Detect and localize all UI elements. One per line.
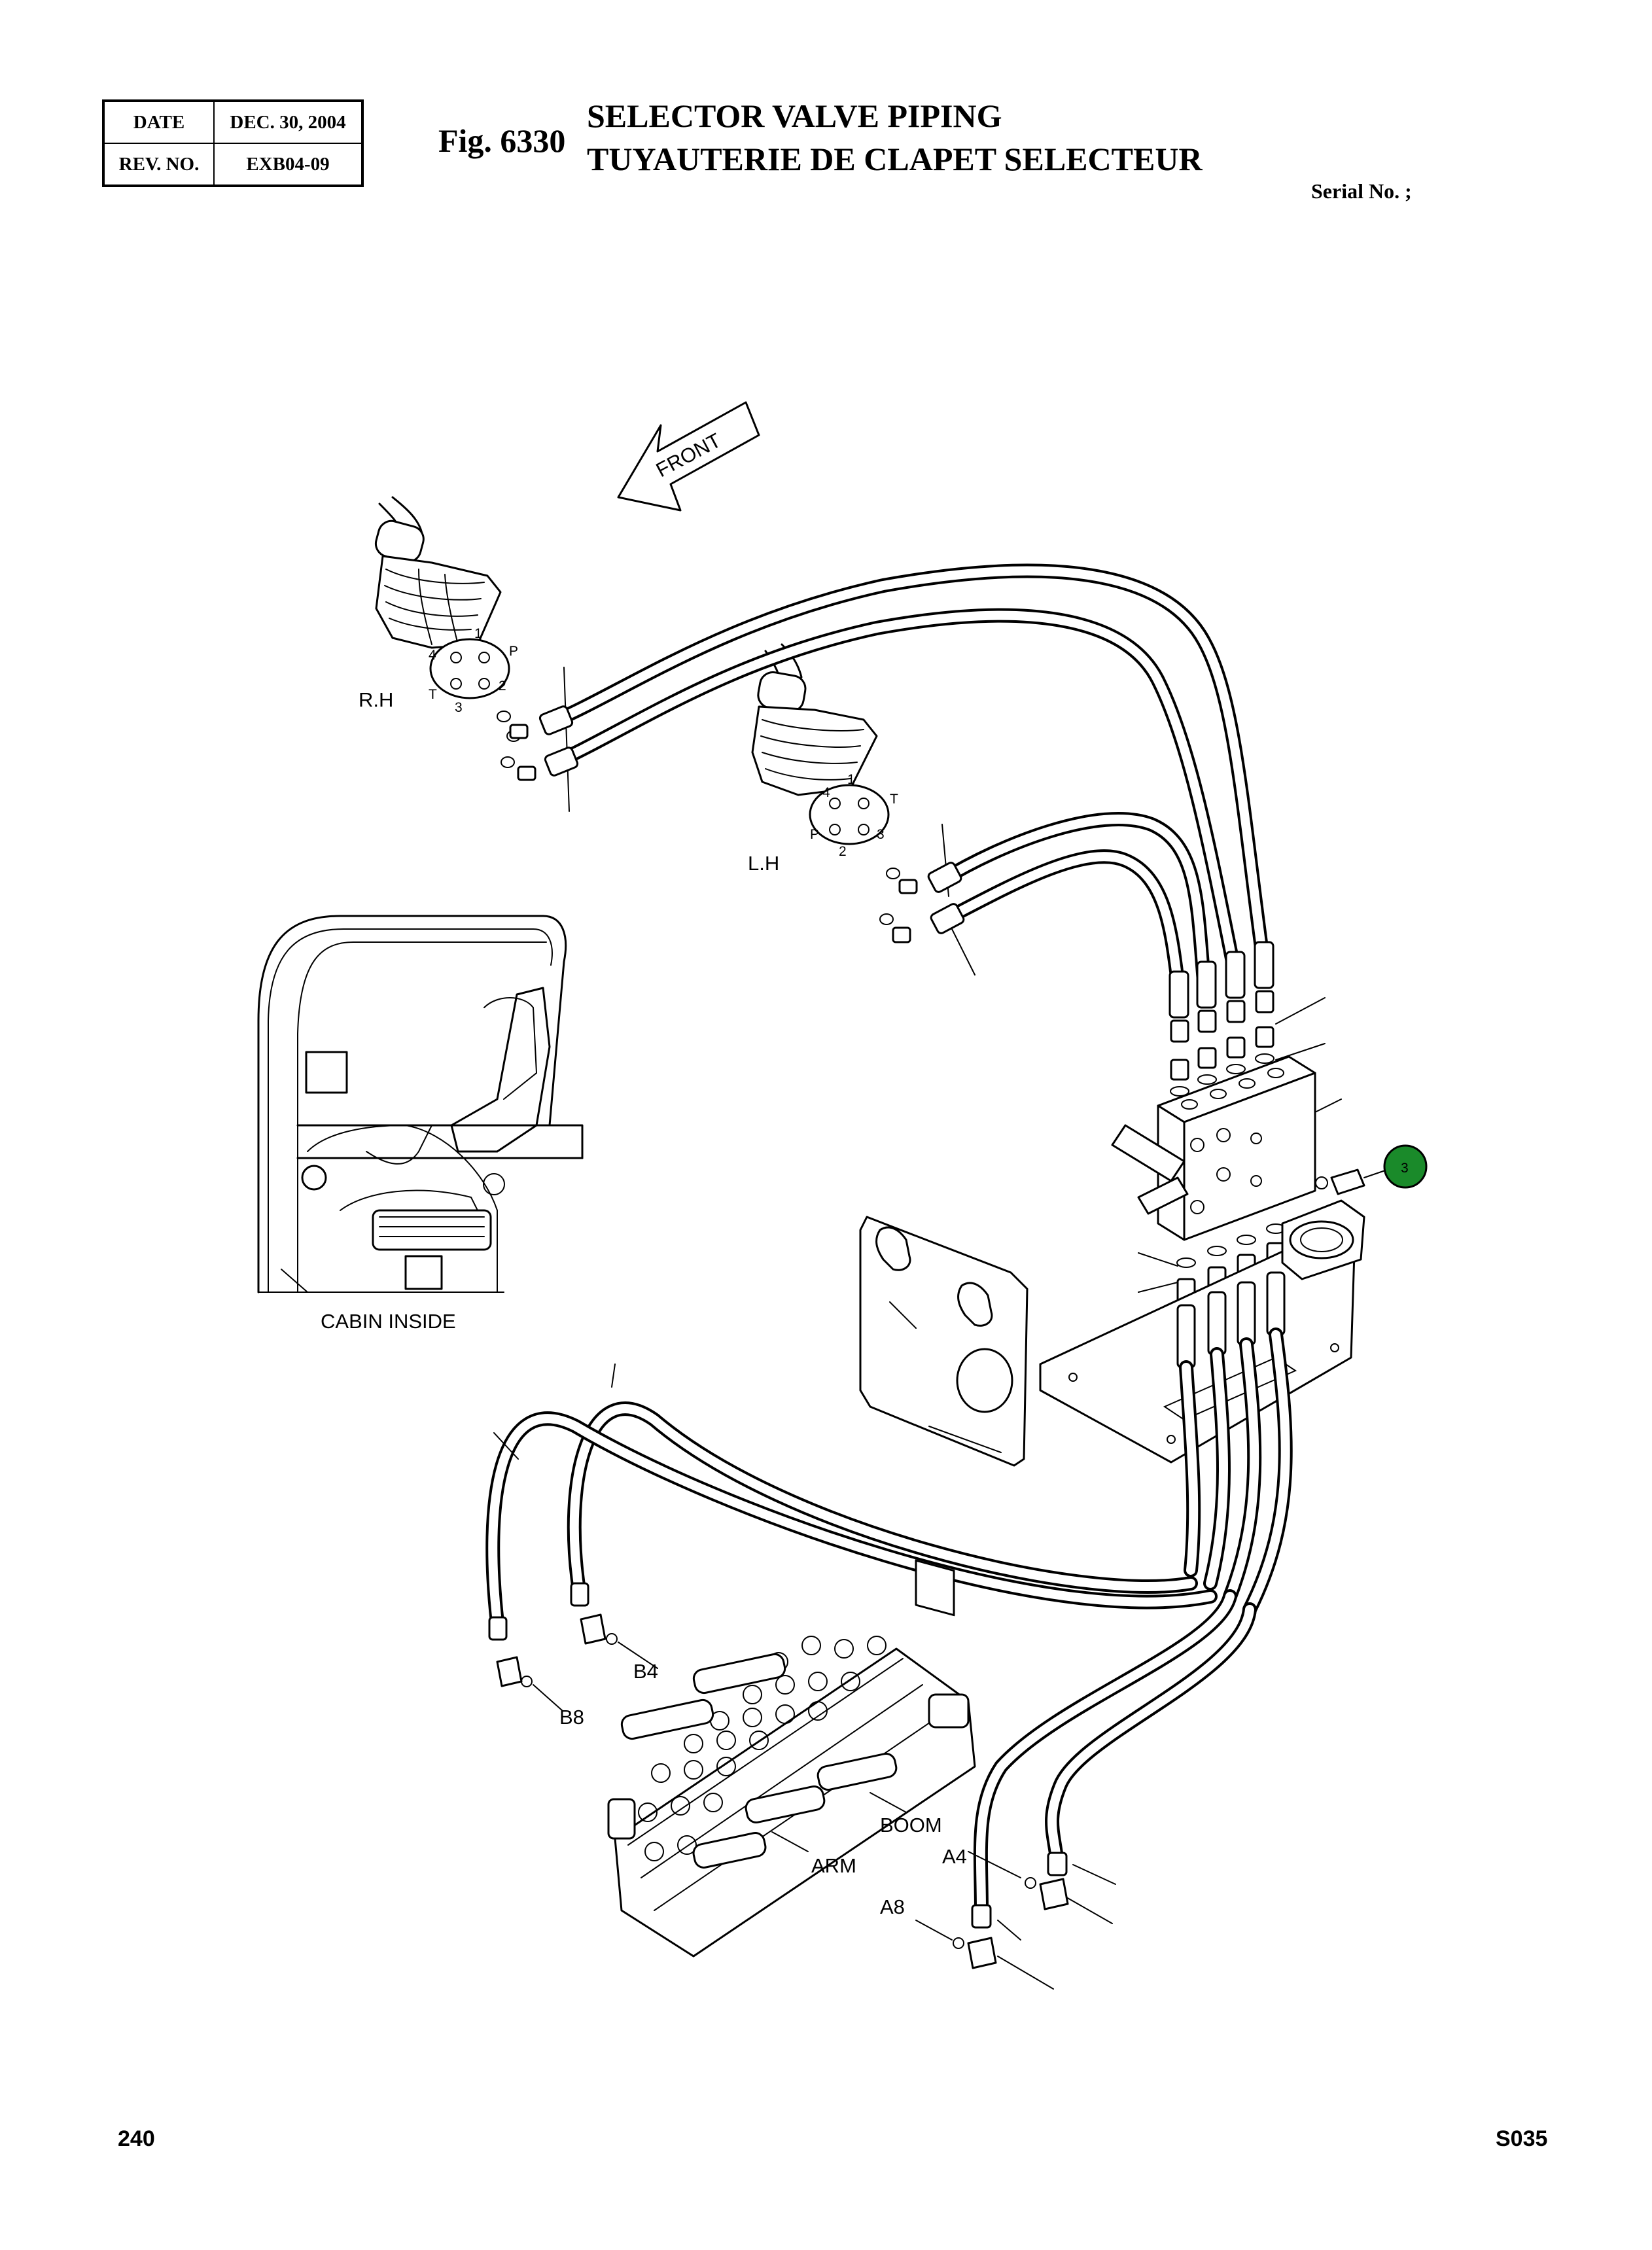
switch-panel (859, 1216, 1028, 1617)
port-b8-label: B8 (559, 1706, 584, 1729)
rh-joystick: 4 1 P T 3 2 R.H (359, 496, 570, 812)
vertical-hoses (1176, 1271, 1293, 1617)
cabin-inside-label: CABIN INSIDE (321, 1310, 456, 1333)
mounting-plate (1039, 1199, 1365, 1464)
rh-hoses (538, 563, 1273, 989)
control-valve (607, 1636, 976, 1958)
port-a4-label: A4 (942, 1845, 967, 1868)
section-code: S035 (1496, 2126, 1548, 2151)
lh-port-1: 1 (847, 772, 855, 787)
rh-port-3: 3 (455, 700, 463, 715)
front-arrow: FRONT (617, 401, 760, 512)
rh-port-p: P (509, 644, 518, 659)
port-b4-label: B4 (633, 1660, 658, 1683)
title-french: TUYAUTERIE DE CLAPET SELECTEUR (587, 141, 1203, 177)
lh-hoses (927, 812, 1211, 989)
arm-label: ARM (811, 1854, 856, 1877)
revision-table: DATE DEC. 30, 2004 REV. NO. EXB04-09 (102, 99, 364, 187)
lower-right-hoses (971, 1589, 1257, 1941)
date-label: DATE (103, 100, 215, 144)
rh-port-t: T (429, 687, 437, 702)
rh-port-2: 2 (499, 678, 506, 694)
title-english: SELECTOR VALVE PIPING (587, 97, 1002, 134)
page-number: 240 (118, 2126, 155, 2151)
port-a8-label: A8 (880, 1895, 905, 1918)
lh-port-4: 4 (822, 785, 830, 800)
date-value: DEC. 30, 2004 (213, 100, 363, 144)
serial-number: Serial No. ; (1311, 179, 1412, 203)
cabin-inside: CABIN INSIDE (257, 915, 584, 1333)
lh-port-2: 2 (839, 844, 847, 859)
rh-label: R.H (359, 688, 393, 711)
lh-port-t: T (890, 792, 898, 807)
lh-port-p: P (810, 827, 819, 842)
figure-number: Fig. 6330 (438, 122, 566, 159)
rh-port-4: 4 (429, 648, 436, 663)
lower-left-hoses (485, 1363, 1218, 1641)
callout-number: 3 (1401, 1161, 1409, 1176)
selector-valve (1111, 1055, 1388, 1241)
boom-label: BOOM (880, 1814, 942, 1837)
rev-label: REV. NO. (103, 143, 215, 186)
callout-3: 3 (1383, 1144, 1428, 1189)
port-fittings (496, 1613, 1113, 1990)
rev-value: EXB04-09 (213, 143, 363, 186)
lh-joystick: 4 1 T P 2 3 L.H (748, 643, 975, 976)
lh-port-3: 3 (877, 827, 885, 842)
upper-fittings (1169, 941, 1326, 1097)
rh-port-1: 1 (474, 626, 482, 641)
lh-label: L.H (748, 852, 779, 875)
